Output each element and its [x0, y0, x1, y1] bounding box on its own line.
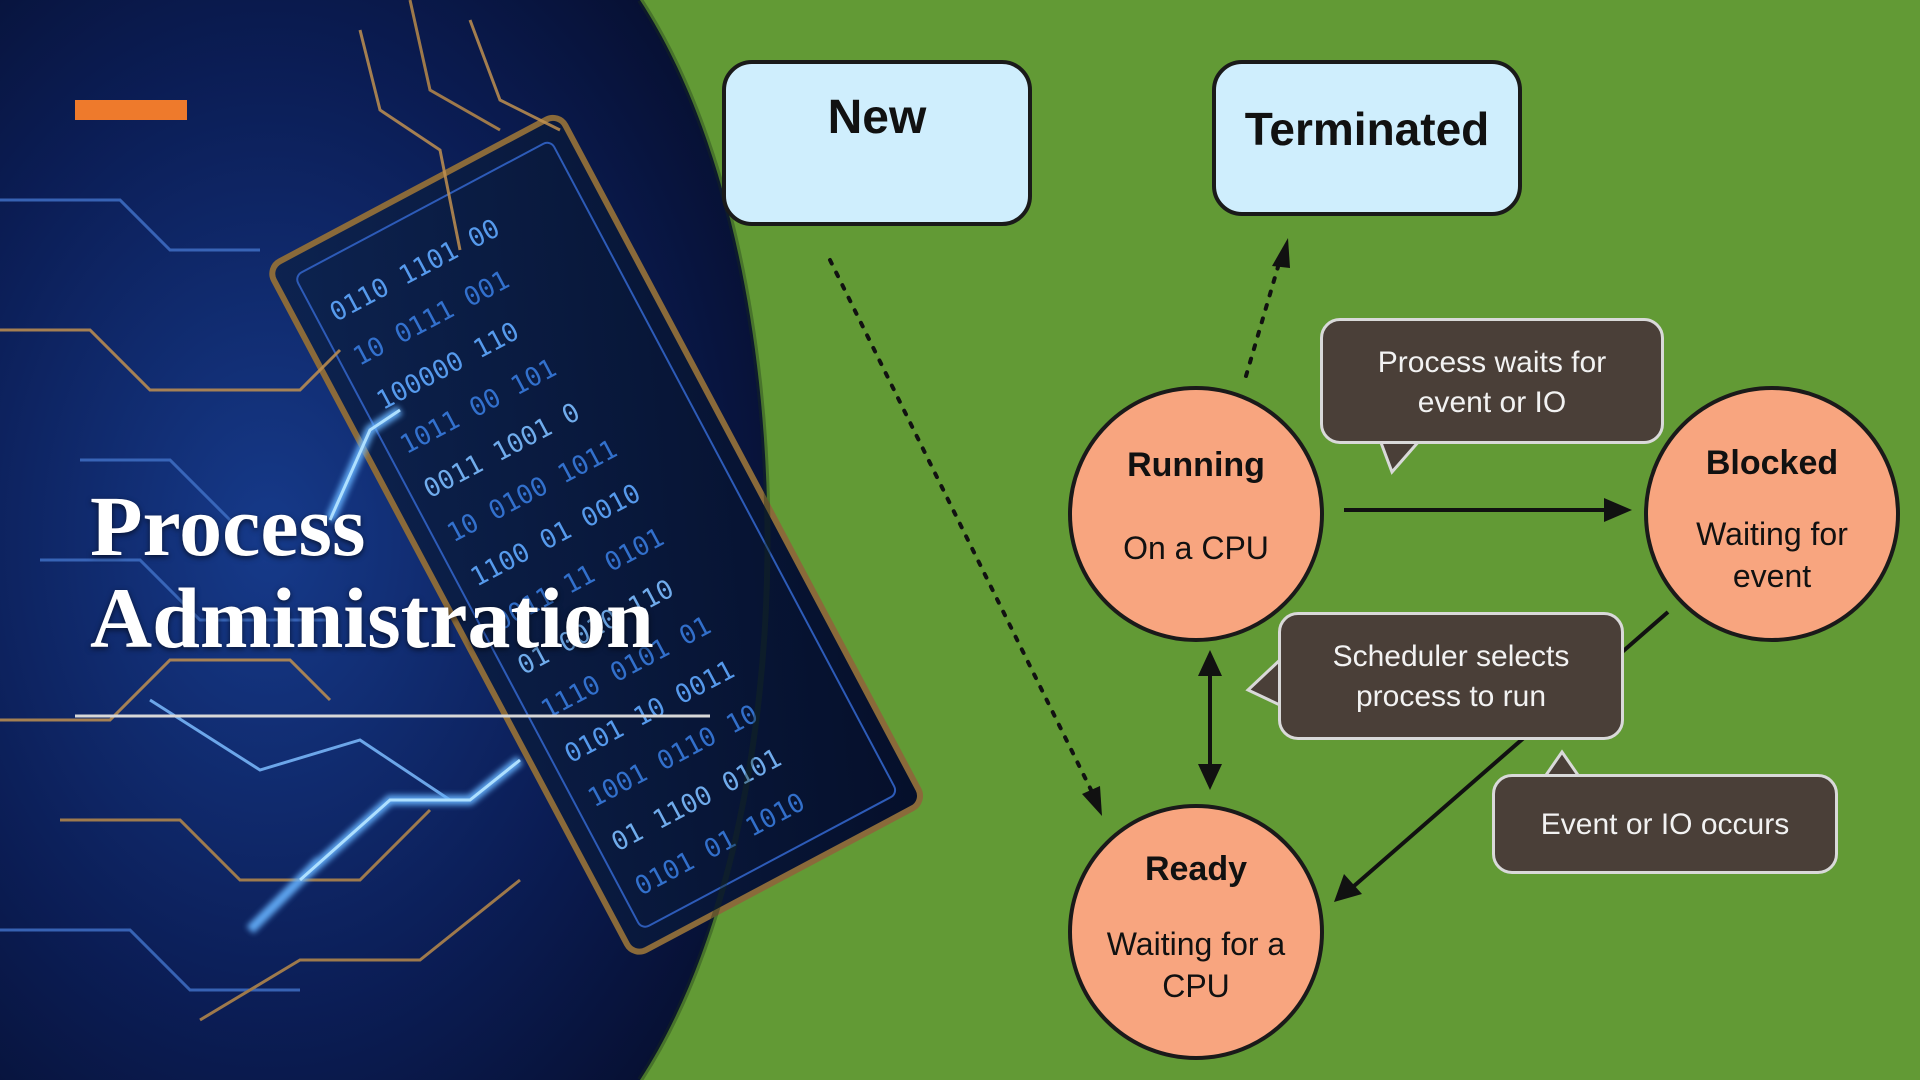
state-running-description: On a CPU	[1123, 530, 1269, 566]
callout-process-waits: Process waits for event or IO	[1320, 318, 1664, 444]
state-running-circle: Running On a CPU	[1068, 386, 1324, 642]
edge-new-to-ready	[828, 258, 1098, 802]
callout-event-occurs: Event or IO occurs	[1492, 774, 1838, 874]
state-terminated-label: Terminated	[1244, 103, 1490, 155]
accent-bar	[75, 100, 187, 120]
slide-title: Process Administration	[90, 480, 730, 664]
edge-running-to-terminated	[1244, 258, 1282, 378]
callout-process-waits-text: Process waits for event or IO	[1377, 346, 1607, 419]
arrowhead-ready-down	[1198, 764, 1222, 790]
state-ready-name: Ready	[1144, 850, 1248, 888]
callout-scheduler-text: Scheduler selects process to run	[1332, 640, 1570, 713]
arrowhead-ready-from-new	[1082, 786, 1102, 816]
title-line-1: Process	[90, 478, 366, 574]
state-terminated-box: Terminated	[1212, 60, 1522, 216]
state-blocked-description: Waiting for event	[1696, 516, 1848, 594]
state-new-label: New	[827, 91, 927, 144]
state-ready-circle: Ready Waiting for a CPU	[1068, 804, 1324, 1060]
state-ready-description: Waiting for a CPU	[1106, 926, 1286, 1004]
arrowhead-running-up	[1198, 650, 1222, 676]
arrowhead-blocked	[1604, 498, 1632, 522]
callout-scheduler-selects: Scheduler selects process to run	[1278, 612, 1624, 740]
arrowhead-ready-from-blocked	[1334, 874, 1362, 902]
title-line-2: Administration	[90, 570, 654, 666]
state-blocked-circle: Blocked Waiting for event	[1644, 386, 1900, 642]
circuit-board-image: 0110 1101 00 10 0111 001 100000 110 1011…	[0, 0, 924, 1080]
state-new-box: New	[722, 60, 1032, 226]
arrowhead-terminated	[1272, 238, 1290, 268]
state-blocked-name: Blocked	[1705, 444, 1839, 482]
callout-event-text: Event or IO occurs	[1540, 808, 1790, 841]
state-running-name: Running	[1127, 446, 1265, 484]
